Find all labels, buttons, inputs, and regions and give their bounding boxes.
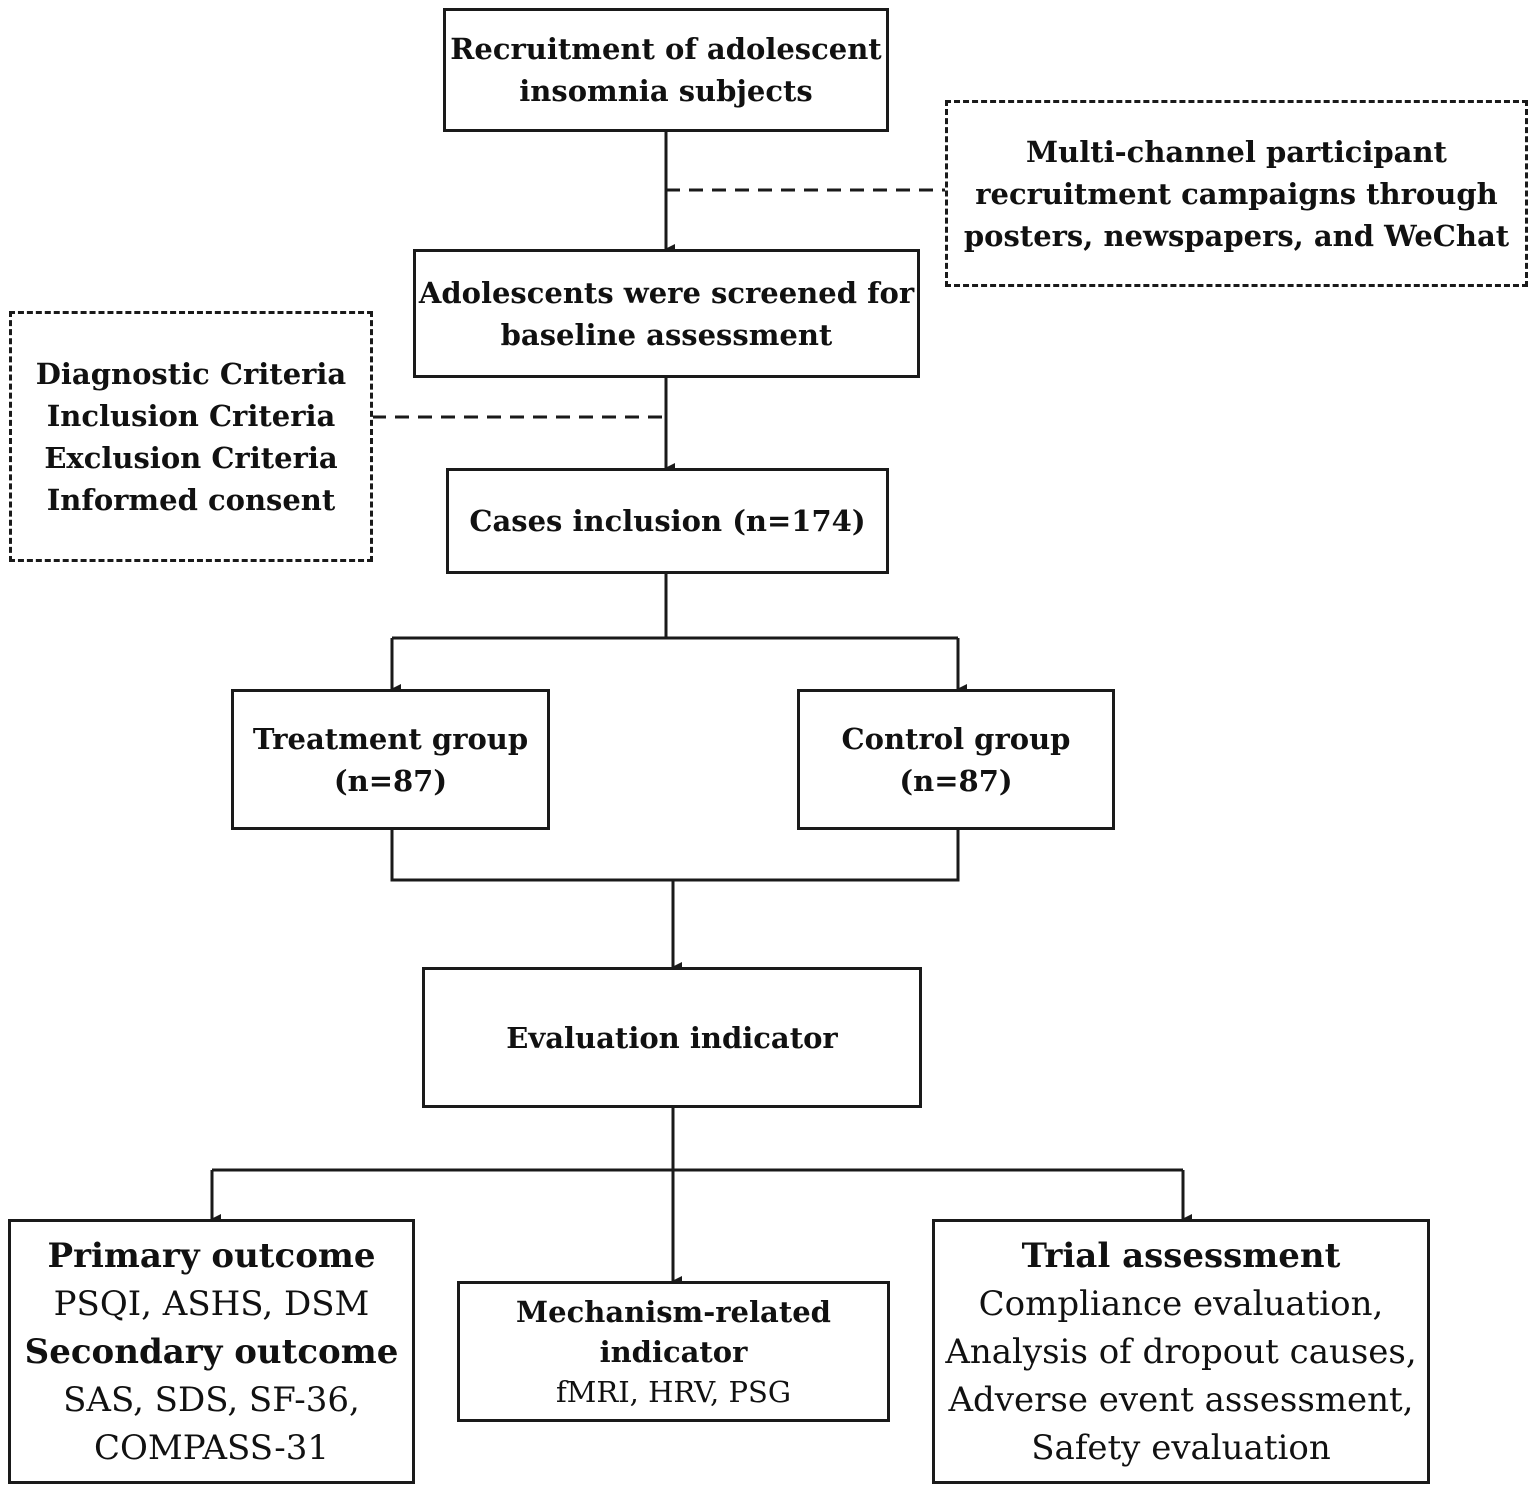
merge-groups [390, 829, 960, 882]
campaign-line-3: posters, newspapers, and WeChat [963, 218, 1510, 253]
cases-label: Cases inclusion (n=174) [469, 504, 866, 538]
screening-box: Adolescents were screened for baseline a… [413, 249, 920, 378]
secondary-outcome-items-2: COMPASS-31 [94, 1427, 329, 1468]
mechanism-items: fMRI, HRV, PSG [555, 1374, 792, 1409]
primary-outcome-items: PSQI, ASHS, DSM [53, 1283, 370, 1324]
trial-item-compliance: Compliance evaluation, [978, 1283, 1384, 1324]
mechanism-line-2: indicator [599, 1334, 748, 1369]
trial-assessment-box: Trial assessment Compliance evaluation, … [932, 1219, 1430, 1484]
screening-line-2: baseline assessment [500, 317, 833, 352]
primary-outcome-heading: Primary outcome [47, 1235, 376, 1276]
campaign-line-2: recruitment campaigns through [975, 176, 1498, 211]
campaign-box: Multi-channel participant recruitment ca… [945, 100, 1528, 287]
recruitment-box: Recruitment of adolescent insomnia subje… [443, 8, 889, 132]
mechanism-line-1: Mechanism-related [516, 1294, 831, 1329]
secondary-outcome-heading: Secondary outcome [24, 1331, 399, 1372]
control-group-box: Control group (n=87) [797, 689, 1115, 830]
split-to-groups [392, 573, 668, 640]
recruitment-line-1: Recruitment of adolescent [450, 32, 882, 66]
criteria-exclusion: Exclusion Criteria [44, 440, 338, 475]
mechanism-box: Mechanism-related indicator fMRI, HRV, P… [457, 1281, 890, 1422]
criteria-consent: Informed consent [46, 482, 336, 517]
trial-item-dropout: Analysis of dropout causes, [945, 1331, 1417, 1372]
cases-box: Cases inclusion (n=174) [446, 468, 889, 574]
treatment-label: Treatment group [252, 721, 529, 756]
control-count: (n=87) [899, 763, 1013, 798]
evaluation-label: Evaluation indicator [506, 1020, 838, 1055]
criteria-inclusion: Inclusion Criteria [46, 398, 336, 433]
outcomes-box: Primary outcome PSQI, ASHS, DSM Secondar… [8, 1219, 415, 1484]
treatment-count: (n=87) [333, 763, 448, 798]
evaluation-box: Evaluation indicator [422, 967, 922, 1108]
trial-assessment-heading: Trial assessment [1021, 1235, 1341, 1276]
control-label: Control group [841, 721, 1071, 756]
screening-line-1: Adolescents were screened for [418, 275, 915, 310]
trial-item-safety: Safety evaluation [1031, 1427, 1331, 1468]
secondary-outcome-items-1: SAS, SDS, SF-36, [63, 1379, 360, 1420]
criteria-diagnostic: Diagnostic Criteria [35, 356, 347, 391]
criteria-box: Diagnostic Criteria Inclusion Criteria E… [9, 311, 373, 562]
campaign-line-1: Multi-channel participant [1026, 134, 1447, 169]
recruitment-line-2: insomnia subjects [519, 74, 813, 108]
trial-item-adverse: Adverse event assessment, [948, 1379, 1414, 1420]
treatment-group-box: Treatment group (n=87) [231, 689, 550, 830]
